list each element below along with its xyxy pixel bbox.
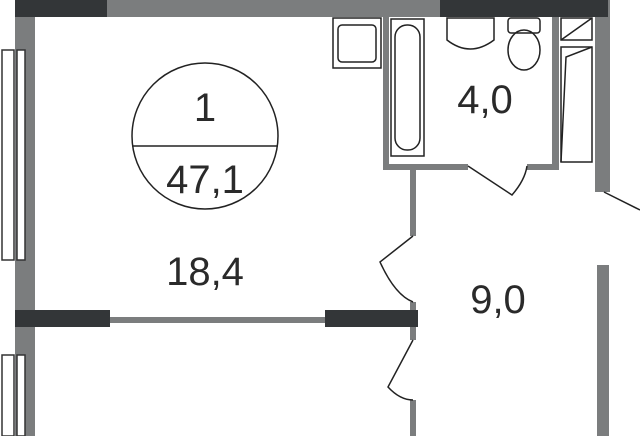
bearing-walls bbox=[15, 0, 608, 327]
sink bbox=[446, 17, 495, 50]
living-room-area: 18,4 bbox=[166, 250, 244, 294]
toilet-bowl bbox=[507, 29, 541, 71]
room-number: 1 bbox=[193, 86, 217, 130]
toilet-tank bbox=[507, 17, 541, 34]
wardrobe bbox=[560, 46, 593, 163]
bathroom-area: 4,0 bbox=[457, 78, 513, 122]
hallway-area: 9,0 bbox=[470, 278, 526, 322]
room-badge bbox=[131, 62, 279, 210]
total-area: 47,1 bbox=[166, 158, 244, 202]
windows bbox=[1, 49, 26, 436]
bathtub bbox=[390, 18, 425, 157]
fixtures bbox=[332, 17, 593, 163]
stove bbox=[332, 17, 382, 69]
doors bbox=[379, 165, 640, 401]
walls bbox=[15, 0, 610, 436]
cabinet bbox=[560, 17, 593, 41]
